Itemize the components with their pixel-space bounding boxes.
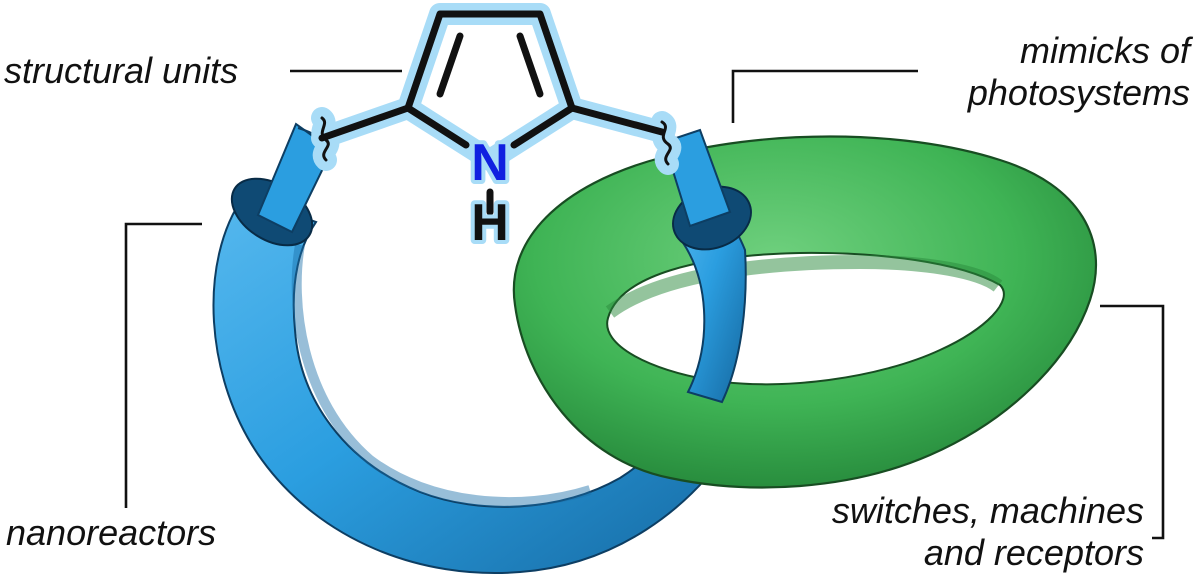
label-nanoreactors-text: nanoreactors bbox=[6, 512, 217, 553]
nitrogen-atom: N bbox=[471, 134, 509, 192]
pyrrole-molecule: N H bbox=[311, 3, 682, 256]
hydrogen-atom: H bbox=[471, 194, 509, 252]
leader-lines bbox=[124, 69, 1165, 540]
label-switches-line-2: and receptors bbox=[923, 532, 1144, 573]
leader-nanoreactors bbox=[124, 222, 202, 508]
wavy-bond-ends bbox=[320, 116, 672, 166]
label-structural-units-text: structural units bbox=[4, 50, 239, 91]
label-mimicks-line-2: photosystems bbox=[967, 72, 1190, 113]
label-mimicks-of-photosystems: mimicks of photosystems bbox=[928, 30, 1190, 114]
leader-photosystems bbox=[731, 69, 918, 123]
pyrrole-bonds bbox=[318, 10, 666, 216]
label-structural-units: structural units bbox=[4, 50, 238, 92]
blue-ring-inner-shade bbox=[291, 244, 592, 508]
green-ring bbox=[512, 135, 1098, 489]
label-mimicks-line-1: mimicks of bbox=[1020, 30, 1190, 71]
label-switches-machines-receptors: switches, machines and receptors bbox=[776, 490, 1144, 574]
label-nanoreactors: nanoreactors bbox=[6, 512, 216, 554]
label-switches-line-1: switches, machines bbox=[831, 490, 1144, 531]
leader-switches bbox=[1100, 304, 1165, 540]
blue-ring-front bbox=[662, 128, 752, 404]
